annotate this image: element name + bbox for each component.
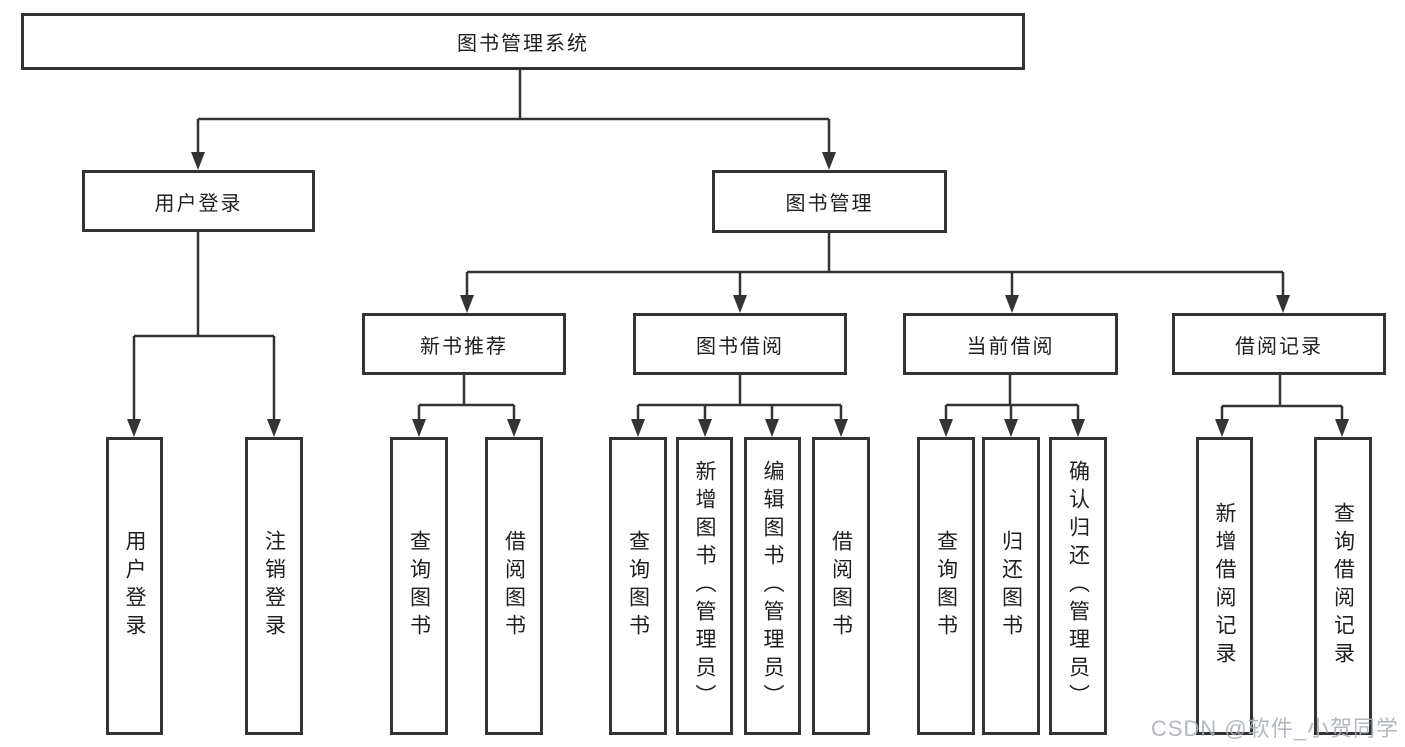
arrowhead-icons <box>127 152 1349 437</box>
node-label: 图书借阅 <box>696 335 784 358</box>
leaf-label: 新增借阅记录 <box>1213 502 1236 670</box>
leaf-label: 借阅图书 <box>829 530 853 642</box>
leaf-label: 借阅图书 <box>502 530 526 642</box>
leaf-label: 归还图书 <box>999 530 1023 642</box>
leaf-label: 查询图书 <box>934 530 958 642</box>
node-book-borrow: 图书借阅 <box>633 313 847 375</box>
leaf-label: 查询图书 <box>407 530 431 642</box>
node-label: 借阅记录 <box>1235 335 1323 358</box>
node-label: 新书推荐 <box>420 335 508 358</box>
node-label: 图书管理 <box>785 193 874 215</box>
leaf-query-book-recommend: 查询图书 <box>390 437 448 735</box>
node-borrow-record: 借阅记录 <box>1172 313 1386 375</box>
leaf-query-book-current: 查询图书 <box>917 437 975 735</box>
node-label: 当前借阅 <box>966 335 1055 358</box>
node-new-book-recommend: 新书推荐 <box>362 313 566 375</box>
leaf-label: 编辑图书（管理员） <box>761 460 784 712</box>
leaf-label: 查询借阅记录 <box>1331 502 1355 670</box>
leaf-borrow-book: 借阅图书 <box>812 437 870 735</box>
leaf-label: 用户登录 <box>123 530 146 642</box>
leaf-label: 注销登录 <box>262 530 286 642</box>
node-book-management: 图书管理 <box>712 170 947 233</box>
leaf-logout: 注销登录 <box>245 437 303 735</box>
csdn-watermark: CSDN @软件_小贺同学 <box>1150 716 1399 741</box>
leaf-confirm-return-admin: 确认归还（管理员） <box>1049 437 1107 735</box>
leaf-return-book: 归还图书 <box>982 437 1040 735</box>
leaf-add-book-admin: 新增图书（管理员） <box>676 437 733 735</box>
node-label: 图书管理系统 <box>457 33 589 55</box>
leaf-label: 确认归还（管理员） <box>1066 460 1090 712</box>
leaf-label: 查询图书 <box>626 530 650 642</box>
node-root-system: 图书管理系统 <box>21 13 1025 70</box>
leaf-edit-book-admin: 编辑图书（管理员） <box>744 437 801 735</box>
leaf-borrow-book-recommend: 借阅图书 <box>485 437 543 735</box>
leaf-label: 新增图书（管理员） <box>693 460 716 712</box>
leaf-add-borrow-record: 新增借阅记录 <box>1196 437 1253 735</box>
node-label: 用户登录 <box>154 192 243 215</box>
node-current-borrow: 当前借阅 <box>903 313 1118 375</box>
node-user-login: 用户登录 <box>82 170 315 232</box>
leaf-user-login: 用户登录 <box>106 437 163 735</box>
leaf-query-book-borrow: 查询图书 <box>609 437 667 735</box>
leaf-query-borrow-record: 查询借阅记录 <box>1314 437 1372 735</box>
